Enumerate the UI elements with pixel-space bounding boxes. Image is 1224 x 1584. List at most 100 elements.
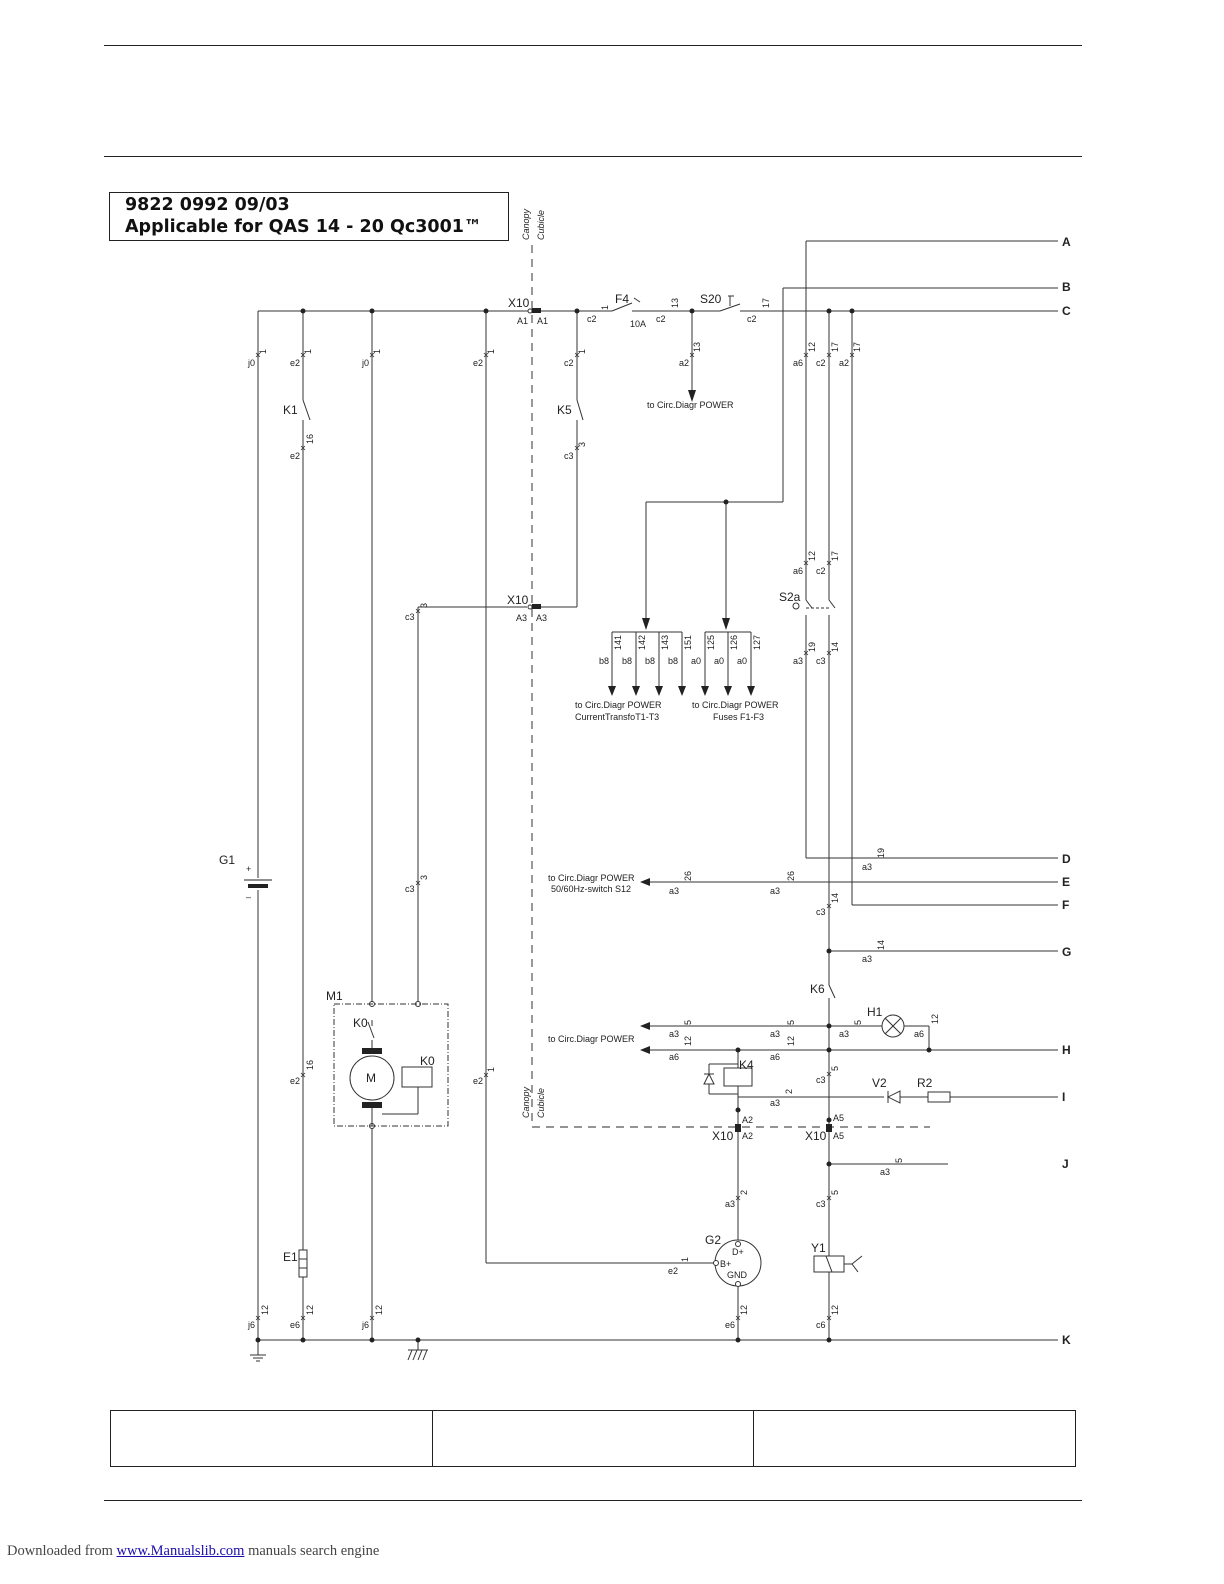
ref-c3-e: c3 [405,884,415,894]
ref-a3-k: a3 [725,1199,735,1209]
f4-fuse-symbol [611,297,641,312]
label-g2-bplus: B+ [720,1259,731,1269]
ref-c2-b: c2 [816,358,826,368]
canopy-cubicle-boundary [531,245,930,1128]
ref-n1-b: 1 [303,349,313,354]
ref-a3-h: a3 [839,1029,849,1039]
label-a5-lower: A5 [833,1131,844,1141]
k0-contact-symbol [367,1020,375,1048]
ref-n127: 127 [752,635,762,650]
ref-a3-e: a3 [862,954,872,964]
ref-a0-c: a0 [737,656,747,666]
line-label-i: I [1062,1090,1065,1104]
line-label-b: B [1062,280,1071,294]
header-rule [104,156,1082,157]
label-k4: K4 [739,1058,754,1072]
r2-resistor-symbol [927,1091,951,1103]
label-x10-top: X10 [508,296,530,310]
line-label-e: E [1062,875,1070,889]
ref-n12-c: 12 [930,1014,940,1024]
label-s20: S20 [700,292,722,306]
ref-n3-a: 3 [577,442,587,447]
k4-relay-symbol [703,1063,753,1095]
ref-j6-b: j6 [361,1320,369,1330]
ref-n3-c: 3 [419,875,429,880]
top-rule [104,45,1082,46]
ref-n14-c: 14 [876,940,886,950]
ref-n5-d: 5 [830,1066,840,1071]
ref-n3-b: 3 [419,603,429,608]
label-a3-right: A3 [536,613,547,623]
h1-lamp-symbol [881,1014,905,1038]
ref-n12-j: 12 [830,1305,840,1315]
ref-n17-b: 17 [852,342,862,352]
chassis-ground-symbol [407,1349,428,1361]
ref-n1-f: 1 [600,305,610,310]
line-label-g: G [1062,945,1071,959]
ref-n26-b: 26 [786,871,796,881]
ref-n125: 125 [706,635,716,650]
m1-enclosure [333,1003,449,1127]
ref-a3-i: a3 [770,1098,780,1108]
ref-e2-a: e2 [290,358,300,368]
x10-a2-terminal [735,1124,741,1132]
ref-b8-b: b8 [622,656,632,666]
ref-a0-b: a0 [714,656,724,666]
label-y1: Y1 [811,1241,826,1255]
x10-a3-terminal [532,604,541,609]
ref-n12-b: 12 [807,551,817,561]
label-a1-right: A1 [537,316,548,326]
title-box: 9822 0992 09/03 Applicable for QAS 14 - … [109,192,509,241]
ref-n19-a: 19 [807,642,817,652]
ref-n5-f: 5 [830,1190,840,1195]
k0-coil-symbol [401,1066,433,1088]
ref-j0-b: j0 [361,358,369,368]
label-battery-minus: – [246,892,251,902]
ref-n26-a: 26 [683,871,693,881]
manualslib-link[interactable]: www.Manualslib.com [116,1543,245,1559]
label-s2a: S2a [779,590,801,604]
wire-refs: j0 1 e2 1 j0 1 e2 1 c2 1 a2 13 a6 12 c2 … [247,298,940,1330]
label-k1: K1 [283,403,298,417]
ref-a3-f: a3 [669,1029,679,1039]
note-fuses: Fuses F1-F3 [713,712,764,722]
ref-n5-b: 5 [786,1020,796,1025]
footer-cell-2 [433,1411,755,1466]
applicability-note: Applicable for QAS 14 - 20 Qc3001™ [125,217,482,237]
download-suffix: manuals search engine [248,1543,380,1559]
ref-c3-g: c3 [816,1199,826,1209]
ref-a6-c: a6 [914,1029,924,1039]
s20-switch-symbol [719,295,741,312]
ref-e2-b: e2 [473,358,483,368]
line-label-j: J [1062,1157,1069,1171]
k6-contact-symbol [828,984,836,999]
ref-a6-e: a6 [770,1052,780,1062]
ref-n2-a: 2 [784,1089,794,1094]
ref-a2-b: a2 [839,358,849,368]
ref-c2-a: c2 [564,358,574,368]
ref-c3-c: c3 [816,656,826,666]
label-g2-gnd: GND [727,1270,748,1280]
label-battery-plus: + [246,864,251,874]
label-x10-mid: X10 [507,593,529,607]
footer-cell-1 [111,1411,433,1466]
ref-e2-c: e2 [290,451,300,461]
footer-table [110,1410,1076,1467]
wire-marks [255,352,855,1321]
label-r2: R2 [917,1076,933,1090]
bottom-rule [104,1500,1082,1501]
ref-j6-a: j6 [247,1320,255,1330]
ref-n5-e: 5 [894,1158,904,1163]
ref-j0-a: j0 [247,358,255,368]
label-g2: G2 [705,1233,721,1247]
label-a2-lower: A2 [742,1131,753,1141]
ref-b8-a: b8 [599,656,609,666]
x10-a5-terminal [826,1124,832,1132]
label-f4-rating: 10A [630,319,646,329]
zone-label-cubicle-top: Cubicle [536,210,546,240]
ref-a6-d: a6 [669,1052,679,1062]
label-a1-left: A1 [517,316,528,326]
ref-a3-a: a3 [793,656,803,666]
e1-heater-symbol [298,1249,308,1278]
